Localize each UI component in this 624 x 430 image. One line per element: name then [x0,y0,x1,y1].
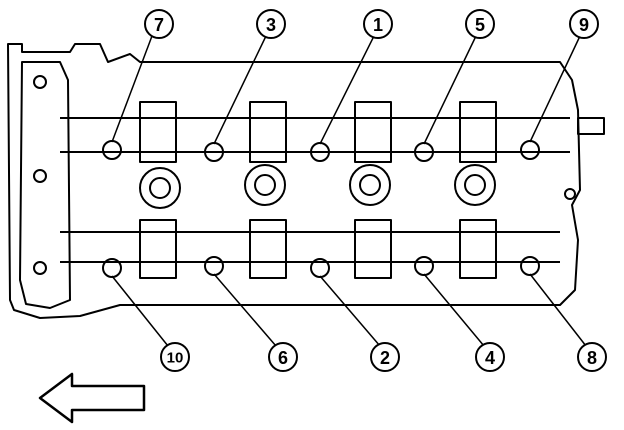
lower-camshaft [60,231,560,263]
shaft-stub [577,117,605,135]
plug-boss-4 [454,164,496,206]
end-hole-3 [33,169,47,183]
callout-3: 3 [256,9,286,39]
callout-2-label: 2 [380,348,390,368]
left-arrow-icon [38,372,146,424]
callout-8: 8 [577,342,607,372]
lower-cap-1 [139,219,177,279]
end-hole-2 [33,261,47,275]
leader-1 [319,35,375,145]
lower-cap-4 [459,219,497,279]
plug-boss-3 [349,164,391,206]
leader-9 [529,35,581,143]
callout-4: 4 [475,342,505,372]
plug-boss-2-inner [254,174,276,196]
upper-cap-4 [459,101,497,163]
head-outline [7,43,581,319]
end-cover [19,61,71,309]
callout-10: 10 [160,342,190,372]
callout-8-label: 8 [587,348,597,368]
side-hole [564,188,576,200]
callout-9-label: 9 [579,15,589,35]
leader-3 [213,35,267,145]
upper-cap-3 [354,101,392,163]
leader-5 [423,35,477,145]
upper-cap-1 [139,101,177,163]
plug-boss-4-inner [464,174,486,196]
callout-5: 5 [465,9,495,39]
leader-10 [111,275,169,347]
leader-8 [529,273,587,347]
callout-6-label: 6 [278,348,288,368]
leader-6 [213,273,277,347]
leader-7 [111,35,153,143]
callout-1-label: 1 [373,15,383,35]
bolt-8 [520,256,540,276]
lower-cap-3 [354,219,392,279]
lower-cap-2 [249,219,287,279]
bolt-7 [102,140,122,160]
callout-4-label: 4 [485,348,495,368]
bolt-9 [520,140,540,160]
upper-cap-2 [249,101,287,163]
callout-7: 7 [144,9,174,39]
callout-1: 1 [363,9,393,39]
bolt-4 [414,256,434,276]
plug-boss-1-inner [149,177,171,199]
callout-2: 2 [370,342,400,372]
plug-boss-2 [244,164,286,206]
callout-5-label: 5 [475,15,485,35]
plug-boss-1 [139,167,181,209]
upper-camshaft [60,117,570,153]
leader-4 [423,273,485,347]
end-hole-1 [33,75,47,89]
callout-6: 6 [268,342,298,372]
callout-3-label: 3 [266,15,276,35]
leader-2 [319,275,381,347]
callout-10-label: 10 [167,350,184,367]
callout-9: 9 [569,9,599,39]
bolt-6 [204,256,224,276]
callout-7-label: 7 [154,15,164,35]
plug-boss-3-inner [359,174,381,196]
callouts: 7 3 1 5 9 10 6 2 [144,9,607,372]
